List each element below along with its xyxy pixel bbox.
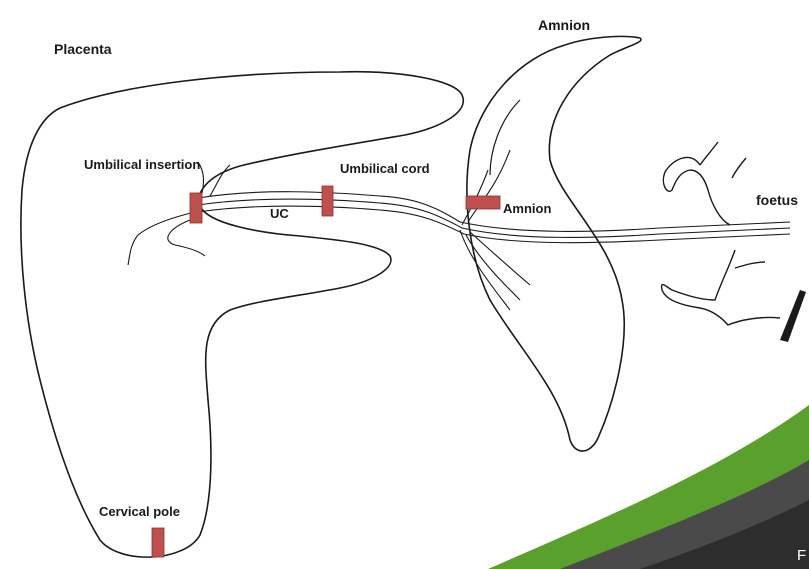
- label-umbilical-insertion: Umbilical insertion: [84, 157, 201, 172]
- marker-umbilical-cord: [321, 185, 334, 217]
- label-foetus: foetus: [756, 192, 798, 208]
- marker-cervical-pole: [151, 527, 165, 558]
- corner-band-dark: [640, 500, 809, 569]
- amnion-fold: [489, 99, 521, 176]
- marker-umbilical-insertion: [189, 192, 203, 224]
- foetus-foot-mark: [780, 290, 806, 342]
- footer-letter: F: [797, 547, 807, 564]
- sample-markers: [151, 185, 501, 558]
- label-umbilical-cord: Umbilical cord: [340, 161, 430, 176]
- marker-amnion: [465, 195, 501, 210]
- label-amnion-top: Amnion: [538, 17, 591, 33]
- amnion-vessels: [459, 149, 531, 311]
- label-placenta: Placenta: [54, 41, 112, 57]
- amnion-sac: [466, 35, 642, 452]
- label-amnion-marker: Amnion: [503, 201, 552, 216]
- placenta-outline: [20, 70, 465, 558]
- label-cervical-pole: Cervical pole: [99, 504, 180, 519]
- umbilical-cord: [197, 191, 791, 244]
- label-uc: UC: [270, 206, 289, 221]
- corner-band: [488, 405, 809, 569]
- foetus-sketch: [660, 141, 781, 326]
